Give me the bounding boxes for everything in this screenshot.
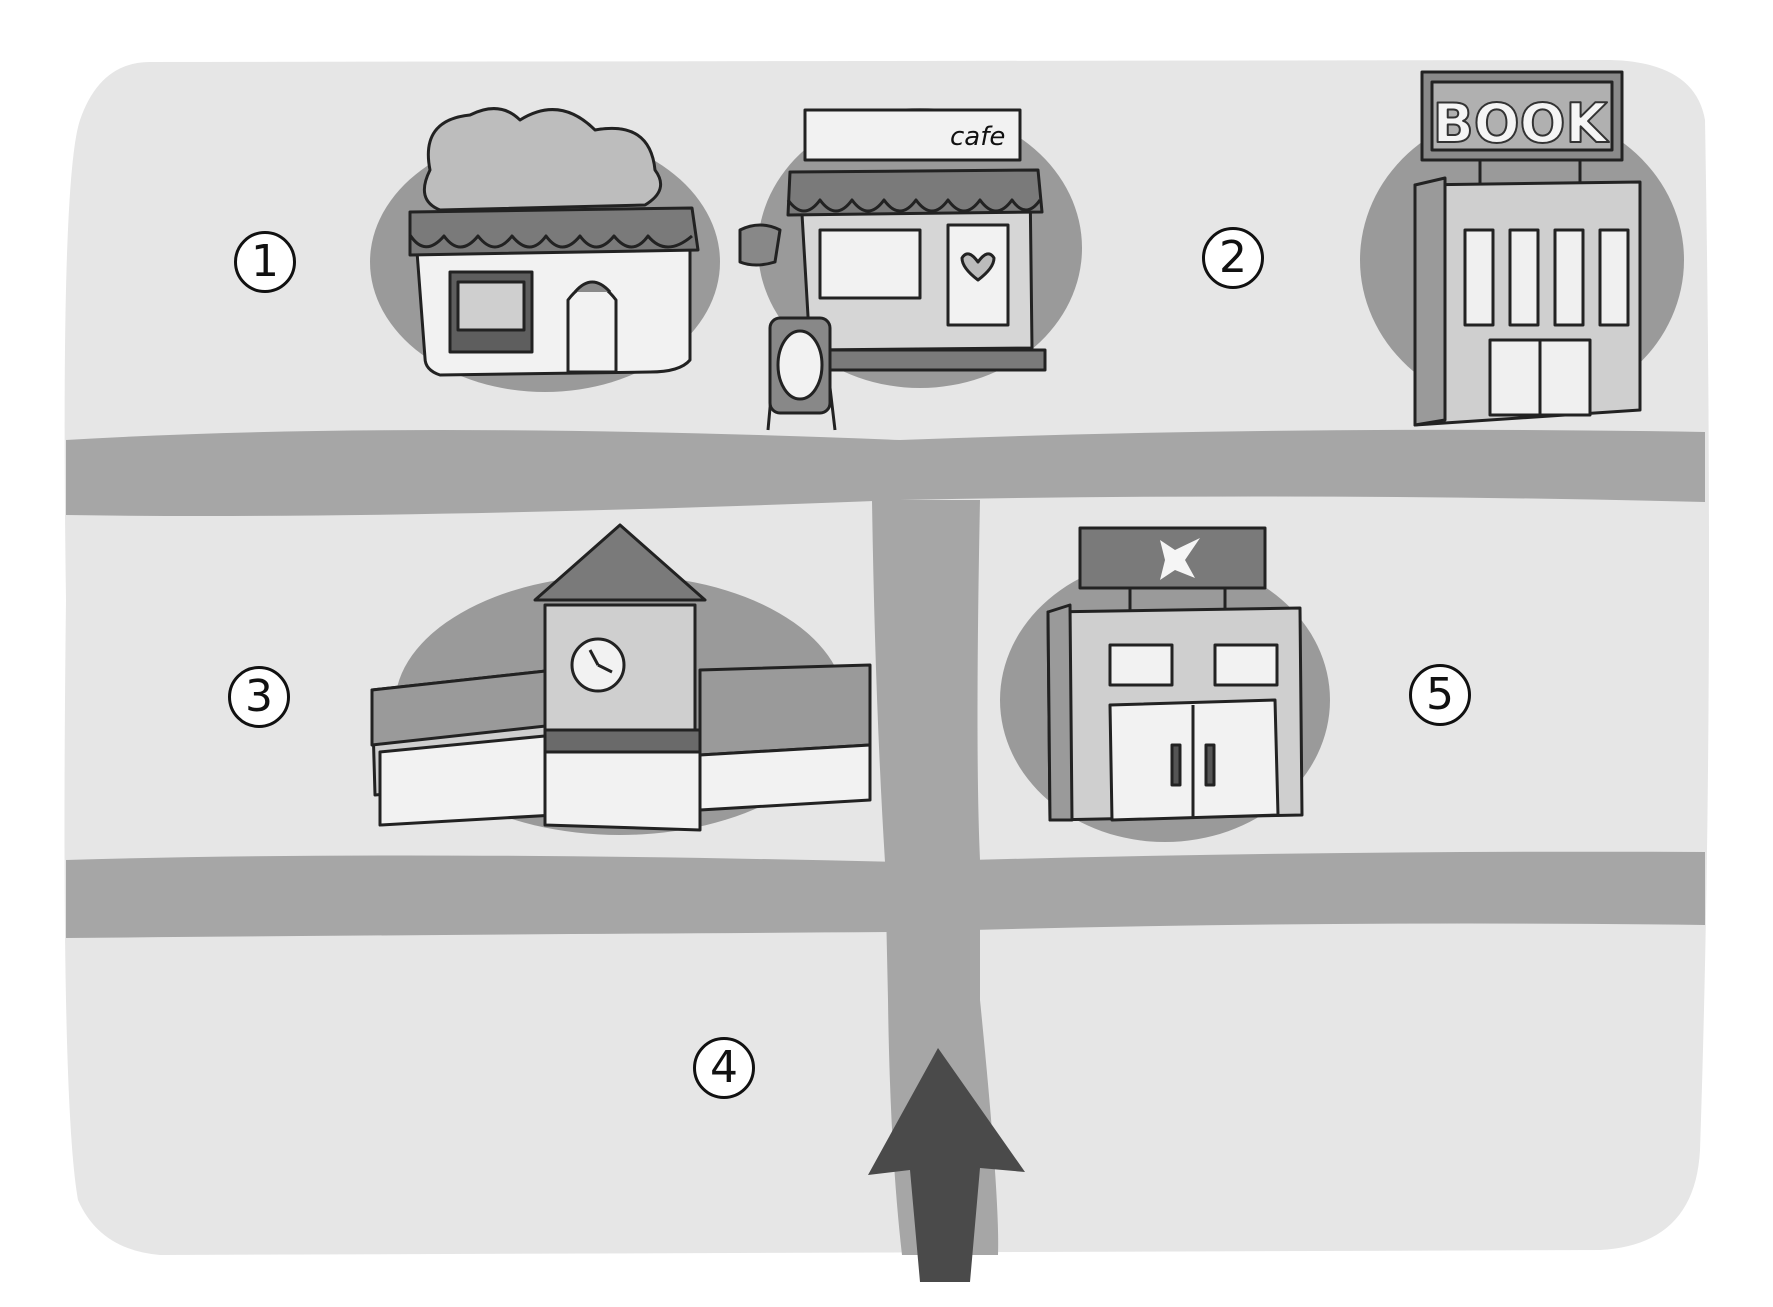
- marker-2: 2: [1202, 227, 1264, 289]
- marker-3: 3: [228, 666, 290, 728]
- shop-icon: [1046, 526, 1304, 822]
- cafe-sign-text: cafe: [950, 122, 1005, 152]
- road-upper-horizontal: [66, 429, 1705, 516]
- bookstore-sign-text: BOOK: [1433, 92, 1610, 155]
- roads: [66, 429, 1705, 1255]
- marker-1: 1: [234, 231, 296, 293]
- road-vertical: [872, 500, 999, 1255]
- bakery-icon: [408, 107, 700, 377]
- bookstore-icon: BOOK: [1413, 70, 1642, 427]
- arrow-up-icon: [868, 1048, 1025, 1282]
- marker-4: 4: [693, 1037, 755, 1099]
- clock-tower-mall-icon: [370, 523, 872, 832]
- cafe-icon: cafe: [738, 108, 1047, 431]
- road-lower-horizontal: [66, 851, 1705, 938]
- marker-5: 5: [1409, 664, 1471, 726]
